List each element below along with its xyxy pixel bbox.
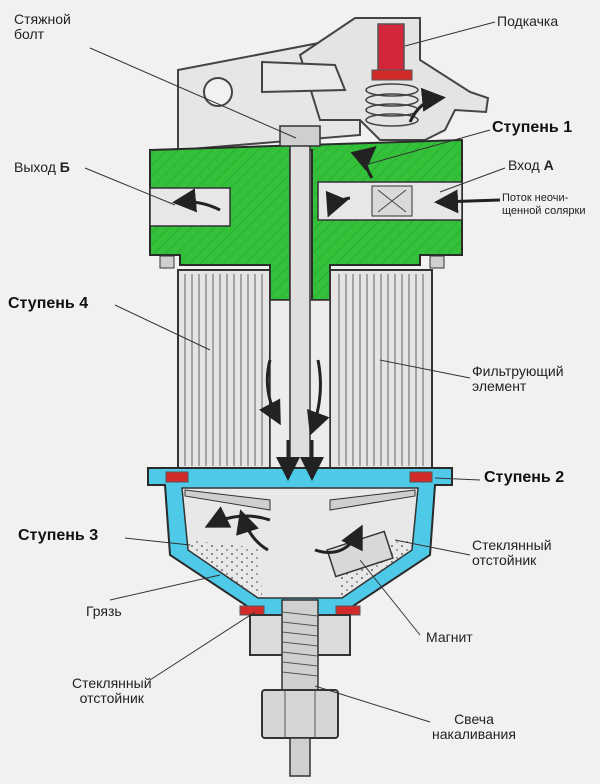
- tie-bolt-head: [279, 125, 321, 147]
- label-filter-element-line2: элемент: [472, 378, 527, 394]
- primer-spring: [365, 83, 419, 127]
- glow-plug-nut: [261, 689, 339, 739]
- label-inlet-text: Вход: [508, 157, 540, 173]
- label-glow-plug-line1: Свеча: [454, 711, 494, 727]
- label-outlet: Выход Б: [14, 160, 70, 175]
- leader-lines: [84, 21, 506, 723]
- label-stage-4: Ступень 4: [8, 295, 89, 312]
- label-glass-bowl-left-line1: Стеклянный: [72, 675, 152, 691]
- outlet-passage: [149, 187, 231, 227]
- label-primer: Подкачка: [497, 13, 559, 29]
- label-outlet-letter: Б: [59, 159, 70, 175]
- label-dirt: Грязь: [86, 603, 122, 619]
- gasket-bowl-left: [165, 471, 189, 483]
- gasket-bowl-right: [409, 471, 433, 483]
- primer-plunger-cap: [377, 23, 405, 73]
- label-raw-fuel-flow: Поток неочи- щенной солярки: [502, 192, 585, 218]
- glow-plug-terminal: [289, 737, 311, 777]
- label-filter-element: Фильтрующий элемент: [472, 364, 564, 394]
- label-tie-bolt-line1: Стяжной: [14, 11, 71, 27]
- label-glow-plug: Свеча накаливания: [432, 712, 516, 742]
- label-tie-bolt: Стяжной болт: [14, 12, 71, 42]
- label-stage-1: Ступень 1: [492, 119, 573, 136]
- seal-left-top: [159, 255, 175, 269]
- seal-right-top: [429, 255, 445, 269]
- label-outlet-text: Выход: [14, 159, 56, 175]
- label-glass-bowl-left-line2: отстойник: [79, 690, 144, 706]
- label-filter-element-line1: Фильтрующий: [472, 363, 564, 379]
- flow-arrows: [172, 87, 501, 554]
- label-raw-fuel-flow-line2: щенной солярки: [502, 205, 586, 217]
- label-glass-bowl-right: Стеклянный отстойник: [472, 538, 552, 568]
- label-magnet: Магнит: [426, 629, 473, 645]
- primer-red-seal: [371, 69, 413, 81]
- gasket-bottom-right: [335, 605, 361, 616]
- label-tie-bolt-line2: болт: [14, 26, 45, 42]
- label-glass-bowl-right-line1: Стеклянный: [472, 537, 552, 553]
- mounting-hole: [203, 77, 233, 107]
- label-glass-bowl-left: Стеклянный отстойник: [72, 676, 152, 706]
- cone-deflector: [184, 489, 416, 511]
- dirt-sediment: [188, 540, 262, 598]
- label-stage-3: Ступень 3: [18, 527, 99, 544]
- primer-pump-lever: [261, 60, 347, 94]
- label-inlet-letter: А: [543, 157, 554, 173]
- label-glass-bowl-right-line2: отстойник: [472, 552, 537, 568]
- label-stage-2: Ступень 2: [484, 469, 565, 486]
- label-raw-fuel-flow-line1: Поток неочи-: [502, 192, 569, 204]
- label-glow-plug-line2: накаливания: [432, 726, 516, 742]
- label-inlet: Вход А: [508, 158, 554, 173]
